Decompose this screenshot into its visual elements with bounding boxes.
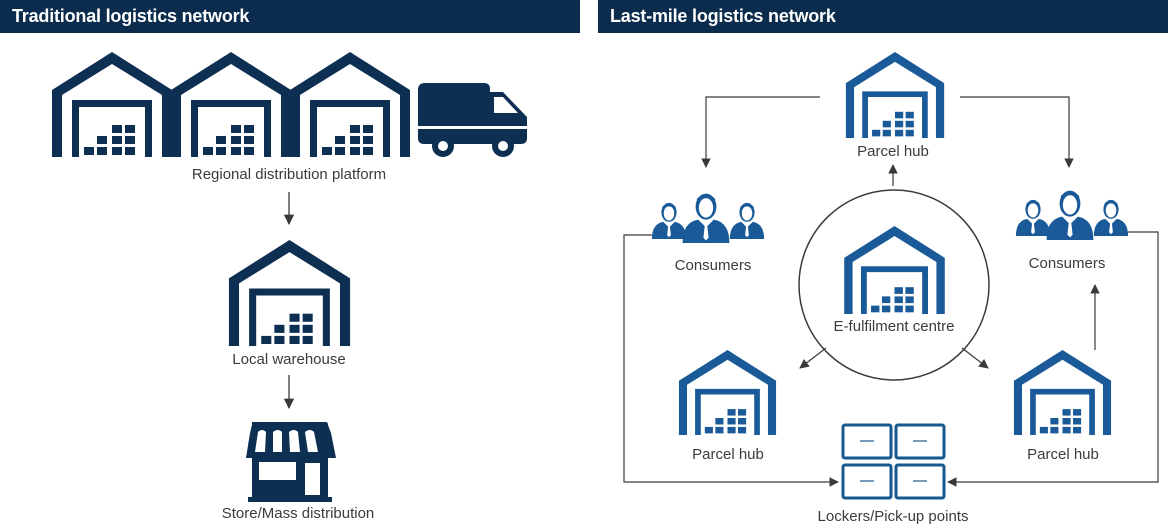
consumers-right-label: Consumers <box>1028 255 1106 272</box>
locker-grid-icon <box>841 423 946 500</box>
people-group-icon <box>651 193 765 243</box>
warehouse-icon <box>845 52 945 138</box>
right-parcel-hub-label: Parcel hub <box>1027 446 1099 463</box>
local-warehouse <box>228 240 351 346</box>
arrow-center-to-hubleft <box>799 347 827 369</box>
warehouse-icon <box>844 226 945 314</box>
regional-distribution-label: Regional distribution platform <box>191 166 387 183</box>
last-mile-network-header: Last-mile logistics network <box>598 0 1168 33</box>
arrow-tophub-to-consumers-right <box>960 96 1074 168</box>
warehouse-icon <box>1013 350 1112 435</box>
delivery-truck-icon <box>418 83 527 157</box>
warehouse-icon <box>171 52 291 157</box>
left-parcel-hub-label: Parcel hub <box>692 446 764 463</box>
arrow-center-to-hubright <box>961 347 989 369</box>
store-label: Store/Mass distribution <box>221 505 375 522</box>
traditional-network-header: Traditional logistics network <box>0 0 580 33</box>
fulfilment-centre-circle <box>798 189 990 381</box>
consumers-left-label: Consumers <box>674 257 752 274</box>
regional-distribution-platform <box>52 52 527 157</box>
last-mile-network-title: Last-mile logistics network <box>610 6 836 26</box>
warehouse-icon <box>228 240 351 346</box>
warehouse-icon <box>290 52 410 157</box>
lockers-label: Lockers/Pick-up points <box>817 508 969 525</box>
arrow-consumers-left-to-lockers <box>623 234 839 487</box>
traditional-network-title: Traditional logistics network <box>12 6 250 26</box>
local-warehouse-label: Local warehouse <box>232 351 346 368</box>
arrow-tophub-to-consumers-left <box>701 96 820 168</box>
store-icon <box>246 422 336 502</box>
arrow-consumers-right-to-lockers <box>947 231 1159 487</box>
e-fulfilment-centre-label: E-fulfilment centre <box>833 318 955 335</box>
warehouse-icon <box>52 52 172 157</box>
people-group-icon <box>1015 190 1129 240</box>
top-parcel-hub-label: Parcel hub <box>857 143 929 160</box>
warehouse-icon <box>678 350 777 435</box>
